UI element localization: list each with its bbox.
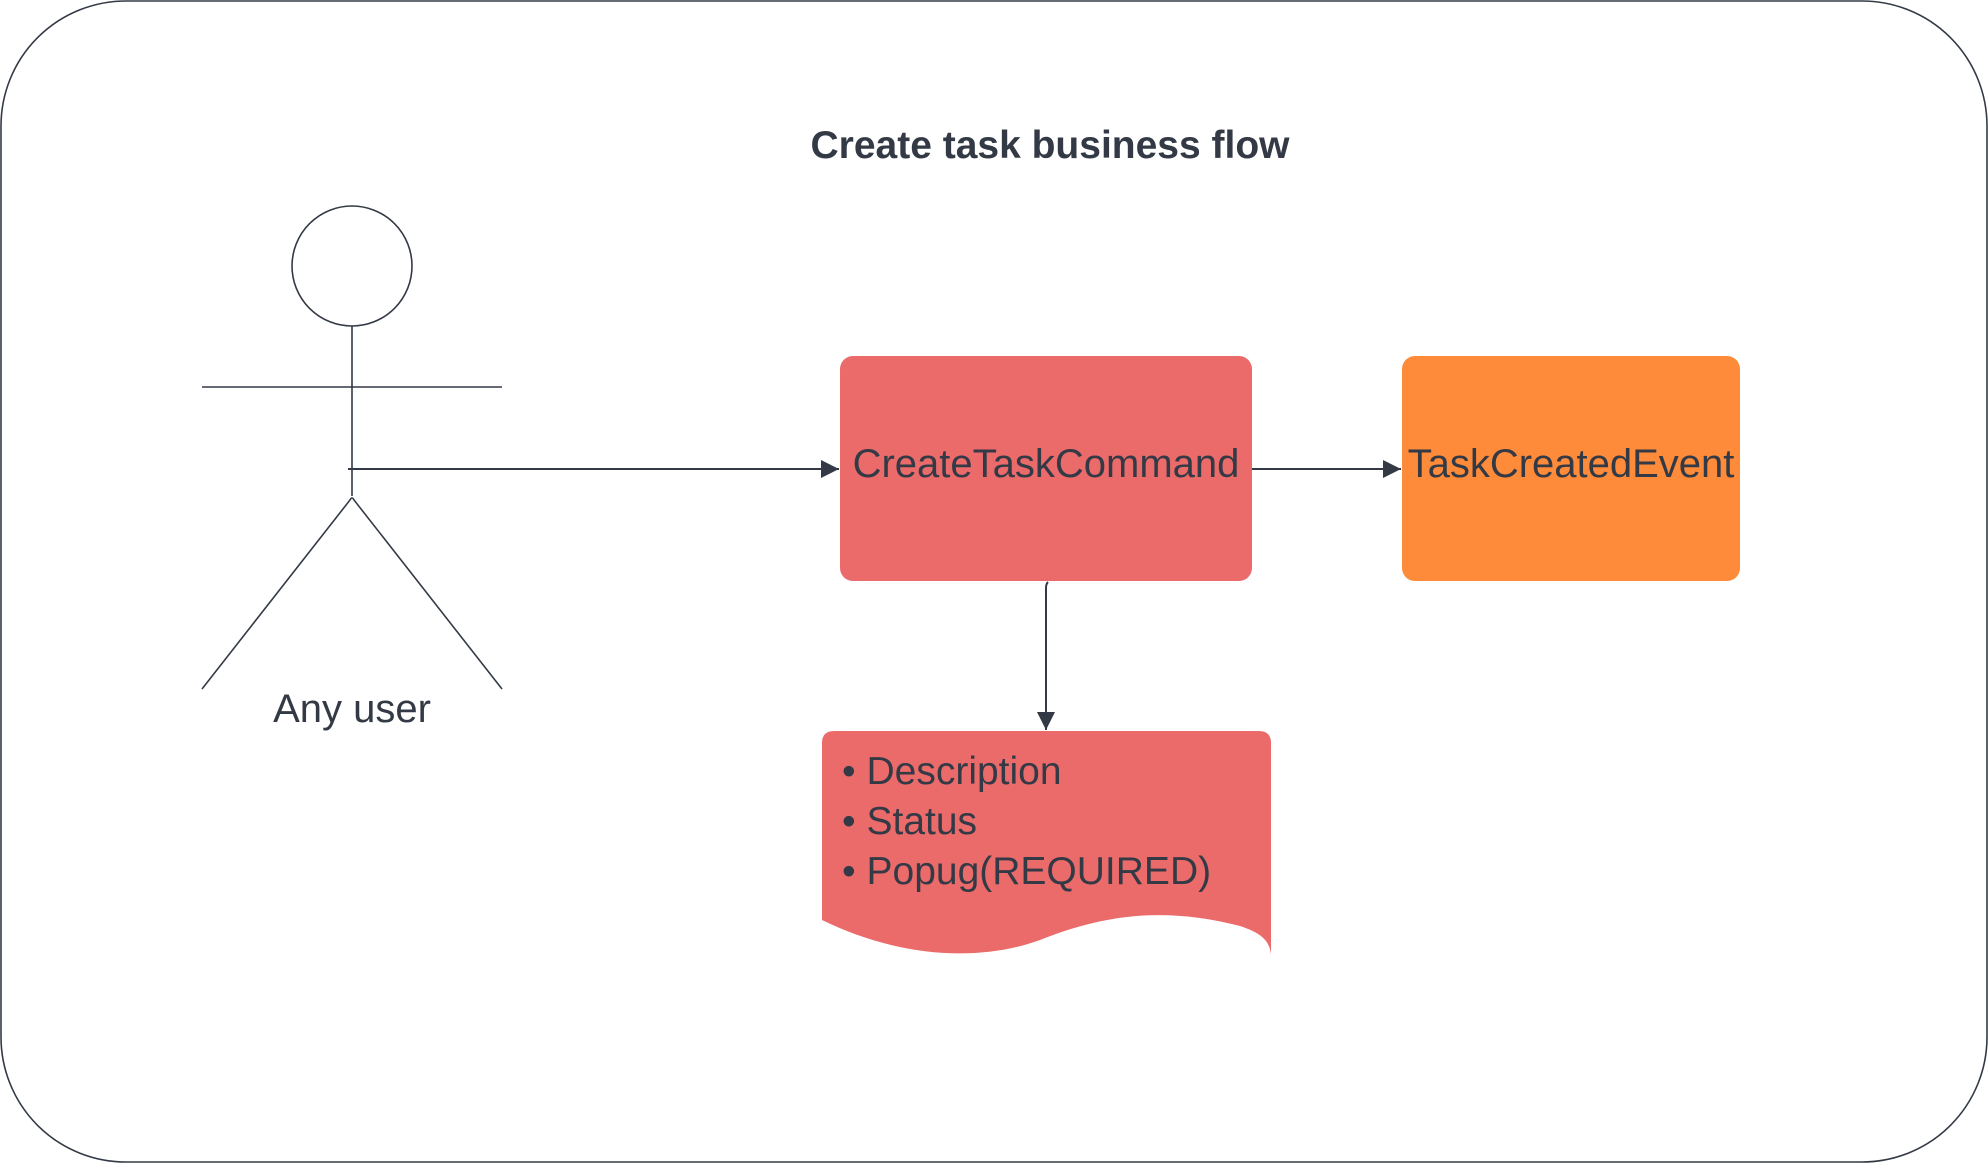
command-label: CreateTaskCommand xyxy=(853,442,1240,486)
actor-legs xyxy=(201,497,503,690)
event-box xyxy=(1402,356,1740,581)
document-item-popug: • Popug(REQUIRED) xyxy=(842,850,1211,893)
command-box xyxy=(840,356,1252,581)
document-item-status: • Status xyxy=(842,800,977,843)
document-item-description: • Description xyxy=(842,750,1062,793)
document-node[interactable]: • Description • Status • Popug(REQUIRED) xyxy=(822,731,1271,955)
command-node[interactable]: CreateTaskCommand xyxy=(840,356,1252,581)
arrow-command-to-document xyxy=(1037,581,1055,730)
event-label: TaskCreatedEvent xyxy=(1408,442,1735,486)
document-shape xyxy=(822,731,1271,955)
actor-any-user[interactable]: Any user xyxy=(201,205,503,731)
diagram-title: Create task business flow xyxy=(810,124,1290,167)
event-node[interactable]: TaskCreatedEvent xyxy=(1402,356,1740,581)
actor-label: Any user xyxy=(273,687,431,731)
